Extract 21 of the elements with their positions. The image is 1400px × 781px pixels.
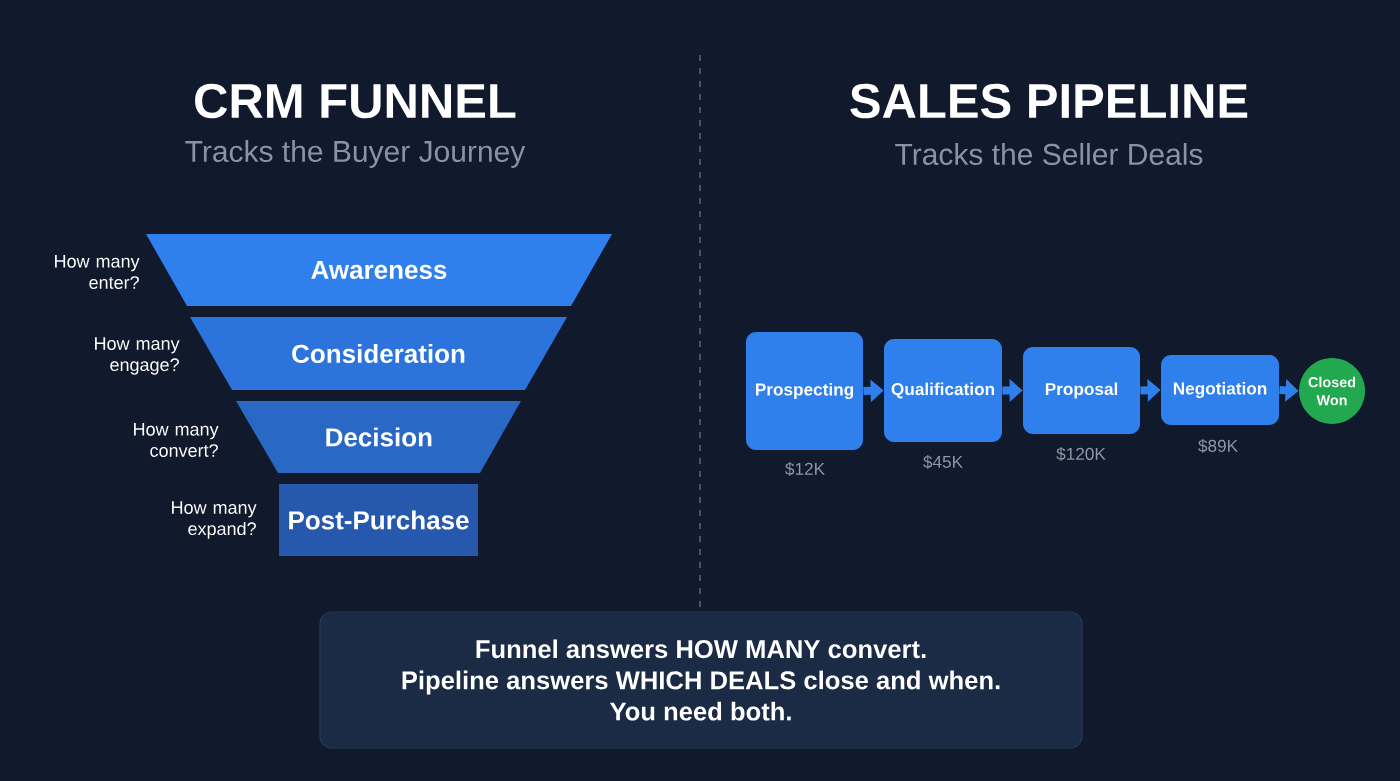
subtitle: Tracks the Seller Deals	[895, 143, 1203, 165]
funnel-stage: Awareness	[146, 234, 612, 306]
section-title: CRM FUNNEL	[195, 83, 516, 119]
subtitle: Tracks the Buyer Journey	[185, 140, 526, 168]
value-label: $89K	[1198, 439, 1238, 453]
question-label: How many expand?	[172, 501, 257, 539]
question-label: How many engage?	[95, 337, 180, 375]
section-title: SALES PIPELINE	[850, 83, 1248, 119]
stage-box: Negotiation	[1161, 355, 1279, 425]
funnel-stage: Consideration	[190, 317, 567, 390]
value-label: $45K	[923, 455, 963, 469]
stage-box: Prospecting	[746, 332, 863, 450]
stage-box: Qualification	[884, 339, 1002, 442]
value-label: $12K	[785, 462, 825, 476]
summary-box: Funnel answers HOW MANY convert. Pipeline answers WHICH DEALS close and when. You need both.	[319, 611, 1083, 749]
stage-box: Proposal	[1023, 347, 1140, 434]
funnel-stage: Post-Purchase	[279, 484, 478, 556]
question-label: How many convert?	[134, 423, 219, 457]
question-label: How many enter?	[55, 255, 140, 289]
value-label: $120K	[1056, 447, 1106, 461]
funnel-stage: Decision	[236, 401, 521, 473]
